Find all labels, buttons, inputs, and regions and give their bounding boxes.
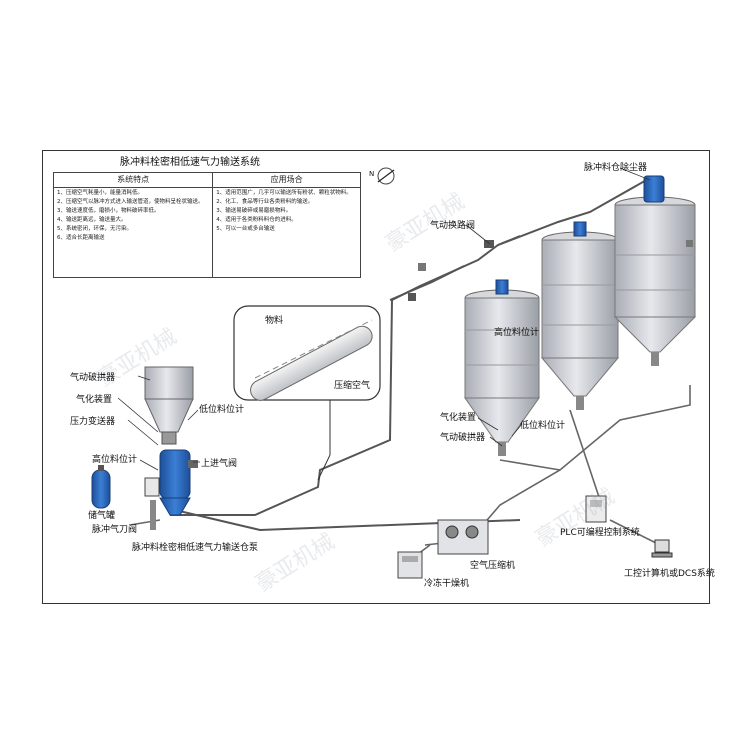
air-compressor: [437, 519, 489, 555]
leader-lines: [117, 167, 651, 471]
label-pressure-transmitter: 压力变送器: [70, 417, 116, 427]
application-item: 2、化工、食品等行业各类粉料的输送。: [216, 199, 314, 205]
feature-item: 2、压缩空气以脉冲方式进入输送管道，使物料呈栓状输送。: [57, 199, 204, 205]
label-pump-name: 脉冲料栓密相低速气力输送仓泵: [132, 543, 259, 553]
label-pneumatic-breaker-left: 气动破拱器: [70, 373, 116, 383]
label-high-level-right: 高位料位计: [494, 328, 540, 338]
feature-table: 系统特点 应用场合 1、压缩空气耗量小，能量消耗低。 2、压缩空气以脉冲方式进入…: [52, 172, 361, 278]
label-air-tank: 储气罐: [88, 511, 116, 521]
label-high-level-left: 高位料位计: [92, 455, 138, 465]
feature-item: 6、适合长距离输送: [57, 235, 105, 241]
feed-hopper: [144, 366, 194, 445]
applications-cell: 1、适用范围广，几乎可以输送所有粉状、颗粒状物料。 2、化工、食品等行业各类粉料…: [212, 187, 361, 278]
features-cell: 1、压缩空气耗量小，能量消耗低。 2、压缩空气以脉冲方式进入输送管道，使物料呈栓…: [52, 187, 214, 278]
feature-item: 1、压缩空气耗量小，能量消耗低。: [57, 190, 144, 196]
label-compressed-air: 压缩空气: [334, 381, 371, 391]
plc-cabinet: [585, 495, 607, 523]
feature-item: 5、系统密闭，环保，无污染。: [57, 226, 133, 232]
feature-item: 4、输送距离远，输送量大。: [57, 217, 127, 223]
switch-valves: [408, 240, 693, 301]
label-plc: PLC可编程控制系统: [560, 528, 640, 538]
application-item: 4、适用于各类粉料料仓的进料。: [216, 217, 297, 223]
compass-icon: [377, 167, 395, 185]
label-fluidizer-right: 气化装置: [440, 413, 477, 423]
label-dust-collector: 脉冲料仓除尘器: [584, 163, 648, 173]
refrigerated-dryer: [397, 551, 423, 579]
label-low-level-left: 低位料位计: [199, 405, 245, 415]
conveying-pipelines: [170, 177, 651, 532]
application-item: 1、适用范围广，几乎可以输送所有粉状、颗粒状物料。: [216, 190, 352, 196]
label-low-level-right: 低位料位计: [520, 421, 566, 431]
label-pneumatic-switch: 气动换路阀: [430, 221, 476, 231]
application-item: 5、可以一台或多台输送: [216, 226, 275, 232]
label-material: 物料: [265, 316, 284, 326]
label-pneumatic-breaker-right: 气动破拱器: [440, 433, 486, 443]
label-fluidizer-left: 气化装置: [76, 395, 113, 405]
silo-1: [464, 279, 540, 456]
computer-icon: [651, 539, 673, 558]
label-pulse-knife: 脉冲气刀阀: [92, 525, 138, 535]
label-compressor: 空气压缩机: [470, 561, 516, 571]
label-dcs: 工控计算机或DCS系统: [624, 569, 715, 579]
label-dryer: 冷冻干燥机: [424, 579, 470, 589]
feature-item: 3、输送速度低，磨损小，物料破碎率低。: [57, 208, 160, 214]
air-tank: [91, 465, 111, 509]
application-item: 3、输送易破碎或易磨损物料。: [216, 208, 292, 214]
silo-2: [540, 221, 620, 410]
diagram-title: 脉冲料栓密相低速气力输送系统: [120, 157, 260, 168]
compass-label: N: [369, 170, 375, 178]
silo-3: [613, 175, 697, 366]
pump-vessel: [144, 449, 198, 530]
pipe-callout: [233, 305, 381, 481]
label-inlet-valve: 上进气阀: [201, 459, 238, 469]
